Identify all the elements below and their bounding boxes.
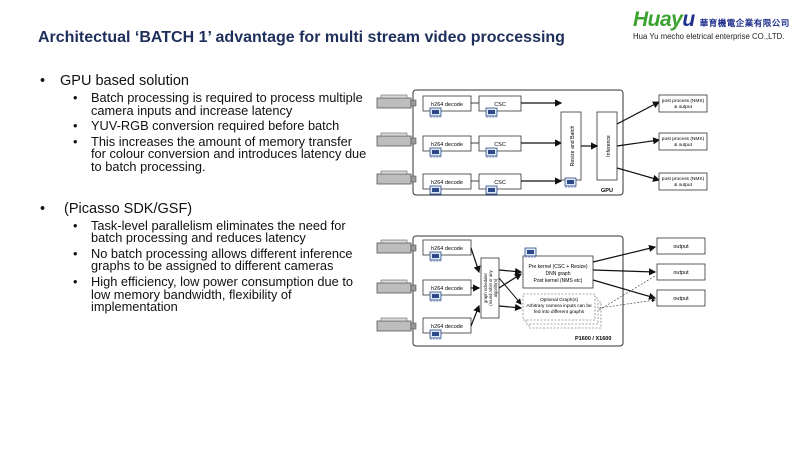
npu-row: h264 decode: [422, 304, 481, 341]
csc-label: CSC: [494, 142, 506, 148]
gpu-label: GPU: [601, 188, 613, 194]
kernel-line: Post kernel (NMS etc): [534, 278, 583, 284]
output-label: output: [673, 244, 689, 250]
npu-row: h264 decode: [422, 279, 481, 303]
optional-line: fed into different graphs: [534, 309, 585, 315]
logo-brand-accent: u: [682, 8, 695, 31]
csc-label: CSC: [494, 180, 506, 186]
csc-label: CSC: [494, 102, 506, 108]
sub-bullet-item: •Batch processing is required to process…: [73, 90, 370, 118]
output-box: output: [656, 289, 706, 307]
gpu-row: h264 decode CSC: [422, 173, 563, 197]
post-label-line1: post process (NMS): [662, 98, 705, 104]
bullet-list: •GPU based solution •Batch processing is…: [40, 73, 370, 317]
scheduler-label-line3: algorithm): [493, 278, 498, 297]
kernel-graph-box: Pre kernel (CSC + Resize) DNN graph Post…: [522, 247, 594, 289]
logo-brand-main: Huay: [633, 8, 683, 31]
camera-icon: [376, 317, 417, 332]
sub-bullet-item: •Task-level parallelism eliminates the n…: [73, 217, 370, 246]
decode-label: h264 decode: [431, 142, 463, 148]
logo-english-name: Hua Yu mecho eletrical enterprise CO.,LT…: [633, 32, 785, 41]
scheduler-label-line1: graph scheduler: [483, 272, 488, 303]
resize-batch-label: Resize and Batch: [570, 126, 576, 167]
sub-bullet-text: YUV-RGB conversion required before batch: [91, 118, 340, 134]
bullet-item: • (Picasso SDK/GSF): [40, 200, 193, 217]
camera-icon: [376, 279, 417, 294]
sub-bullet-text: High efficiency, low power consumption d…: [91, 273, 354, 315]
post-process-box: post process (NMS) & output: [658, 132, 708, 151]
post-process-box: post process (NMS) & output: [658, 94, 708, 113]
optional-graph-box: Optional Graph(s) Arbitrary camera input…: [522, 293, 602, 329]
camera-icon: [376, 94, 417, 109]
sub-bullet-text: No batch processing allows different inf…: [91, 245, 353, 274]
logo-brand: Huayu: [633, 8, 695, 32]
kernel-line: Pre kernel (CSC + Resize): [528, 264, 587, 270]
post-label-line2: & output: [674, 142, 693, 148]
decode-label: h264 decode: [431, 286, 463, 292]
kernel-line: DNN graph: [545, 271, 570, 277]
sub-bullet-item: •YUV-RGB conversion required before batc…: [73, 118, 340, 134]
sub-bullet-item: •This increases the amount of memory tra…: [73, 133, 370, 174]
output-box: output: [656, 263, 706, 281]
bullet-item: •GPU based solution: [40, 73, 189, 89]
output-box: output: [656, 237, 706, 255]
camera-icon: [376, 239, 417, 254]
sub-bullet-item: •High efficiency, low power consumption …: [73, 273, 370, 315]
post-label-line1: post process (NMS): [662, 136, 705, 142]
npu-diagram: h264 decode h264 decode h264 decode grap…: [376, 235, 706, 347]
gpu-row: h264 decode CSC: [422, 95, 563, 119]
scheduler-label-line2: (round robin or any: [488, 269, 493, 305]
inference-label: Inference: [606, 135, 612, 157]
camera-icon: [376, 132, 417, 147]
logo-chinese-name: 華育機電企業有限公司: [699, 18, 790, 28]
output-label: output: [673, 296, 689, 302]
camera-icon: [376, 170, 417, 185]
post-label-line2: & output: [674, 182, 693, 188]
gpu-diagram: h264 decode CSC h264 decode CSC h264 dec…: [376, 89, 708, 197]
output-label: output: [673, 270, 689, 276]
gpu-row: h264 decode CSC: [422, 135, 563, 159]
decode-label: h264 decode: [431, 324, 463, 330]
decode-label: h264 decode: [431, 180, 463, 186]
decode-label: h264 decode: [431, 246, 463, 252]
post-process-box: post process (NMS) & output: [658, 172, 708, 191]
company-logo: Huayu 華育機電企業有限公司 Hua Yu mecho eletrical …: [633, 8, 798, 41]
optional-line: Optional Graph(s): [540, 297, 579, 303]
sub-bullet-item: •No batch processing allows different in…: [73, 245, 370, 274]
sub-bullet-text: This increases the amount of memory tran…: [91, 133, 367, 174]
bullet-text: (Picasso SDK/GSF): [60, 200, 193, 217]
post-label-line1: post process (NMS): [662, 176, 705, 182]
sub-bullet-text: Batch processing is required to process …: [91, 90, 363, 118]
bullet-text: GPU based solution: [60, 73, 189, 89]
chip-model-label: P1600 / X1600: [575, 336, 611, 342]
sub-bullet-text: Task-level parallelism eliminates the ne…: [91, 217, 346, 246]
optional-line: Arbitrary camera inputs can be: [526, 303, 592, 309]
npu-row: h264 decode: [422, 239, 481, 274]
post-label-line2: & output: [674, 104, 693, 110]
slide-title: Architectual ‘BATCH 1’ advantage for mul…: [38, 29, 565, 46]
decode-label: h264 decode: [431, 102, 463, 108]
